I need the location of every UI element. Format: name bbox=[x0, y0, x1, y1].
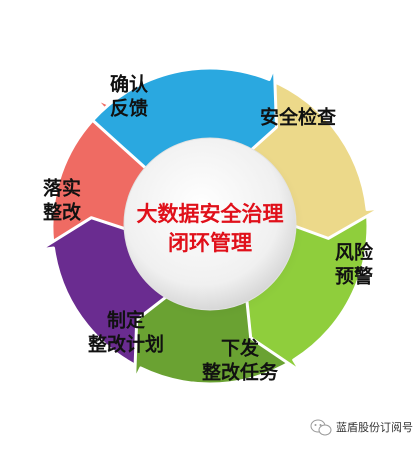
segment-label-issue-task-line-1: 下发 bbox=[221, 337, 260, 360]
segment-label-confirm-feedback-line-1: 确认 bbox=[110, 73, 148, 96]
segment-label-security-check-line-1: 安全检查 bbox=[260, 106, 337, 129]
watermark: 蓝盾股份订阅号 bbox=[310, 419, 413, 436]
segment-label-confirm-feedback-line-2: 反馈 bbox=[110, 97, 148, 120]
segment-label-make-plan-line-2: 整改计划 bbox=[88, 333, 164, 356]
watermark-text: 蓝盾股份订阅号 bbox=[336, 421, 413, 434]
wechat-icon bbox=[310, 419, 332, 436]
segment-label-risk-warning-line-2: 预警 bbox=[335, 265, 373, 288]
segment-label-implement-fix-line-1: 落实 bbox=[43, 177, 81, 200]
center-hub: 大数据安全治理 闭环管理 bbox=[120, 135, 304, 319]
center-title-line-1: 大数据安全治理 bbox=[137, 202, 284, 226]
center-title-line-2: 闭环管理 bbox=[168, 231, 252, 255]
segment-label-make-plan-line-1: 制定 bbox=[107, 309, 145, 332]
segment-label-risk-warning-line-1: 风险 bbox=[335, 241, 374, 264]
segment-label-implement-fix-line-2: 整改 bbox=[43, 201, 82, 224]
hub-circle bbox=[123, 137, 297, 311]
segment-label-issue-task-line-2: 整改任务 bbox=[202, 361, 279, 384]
